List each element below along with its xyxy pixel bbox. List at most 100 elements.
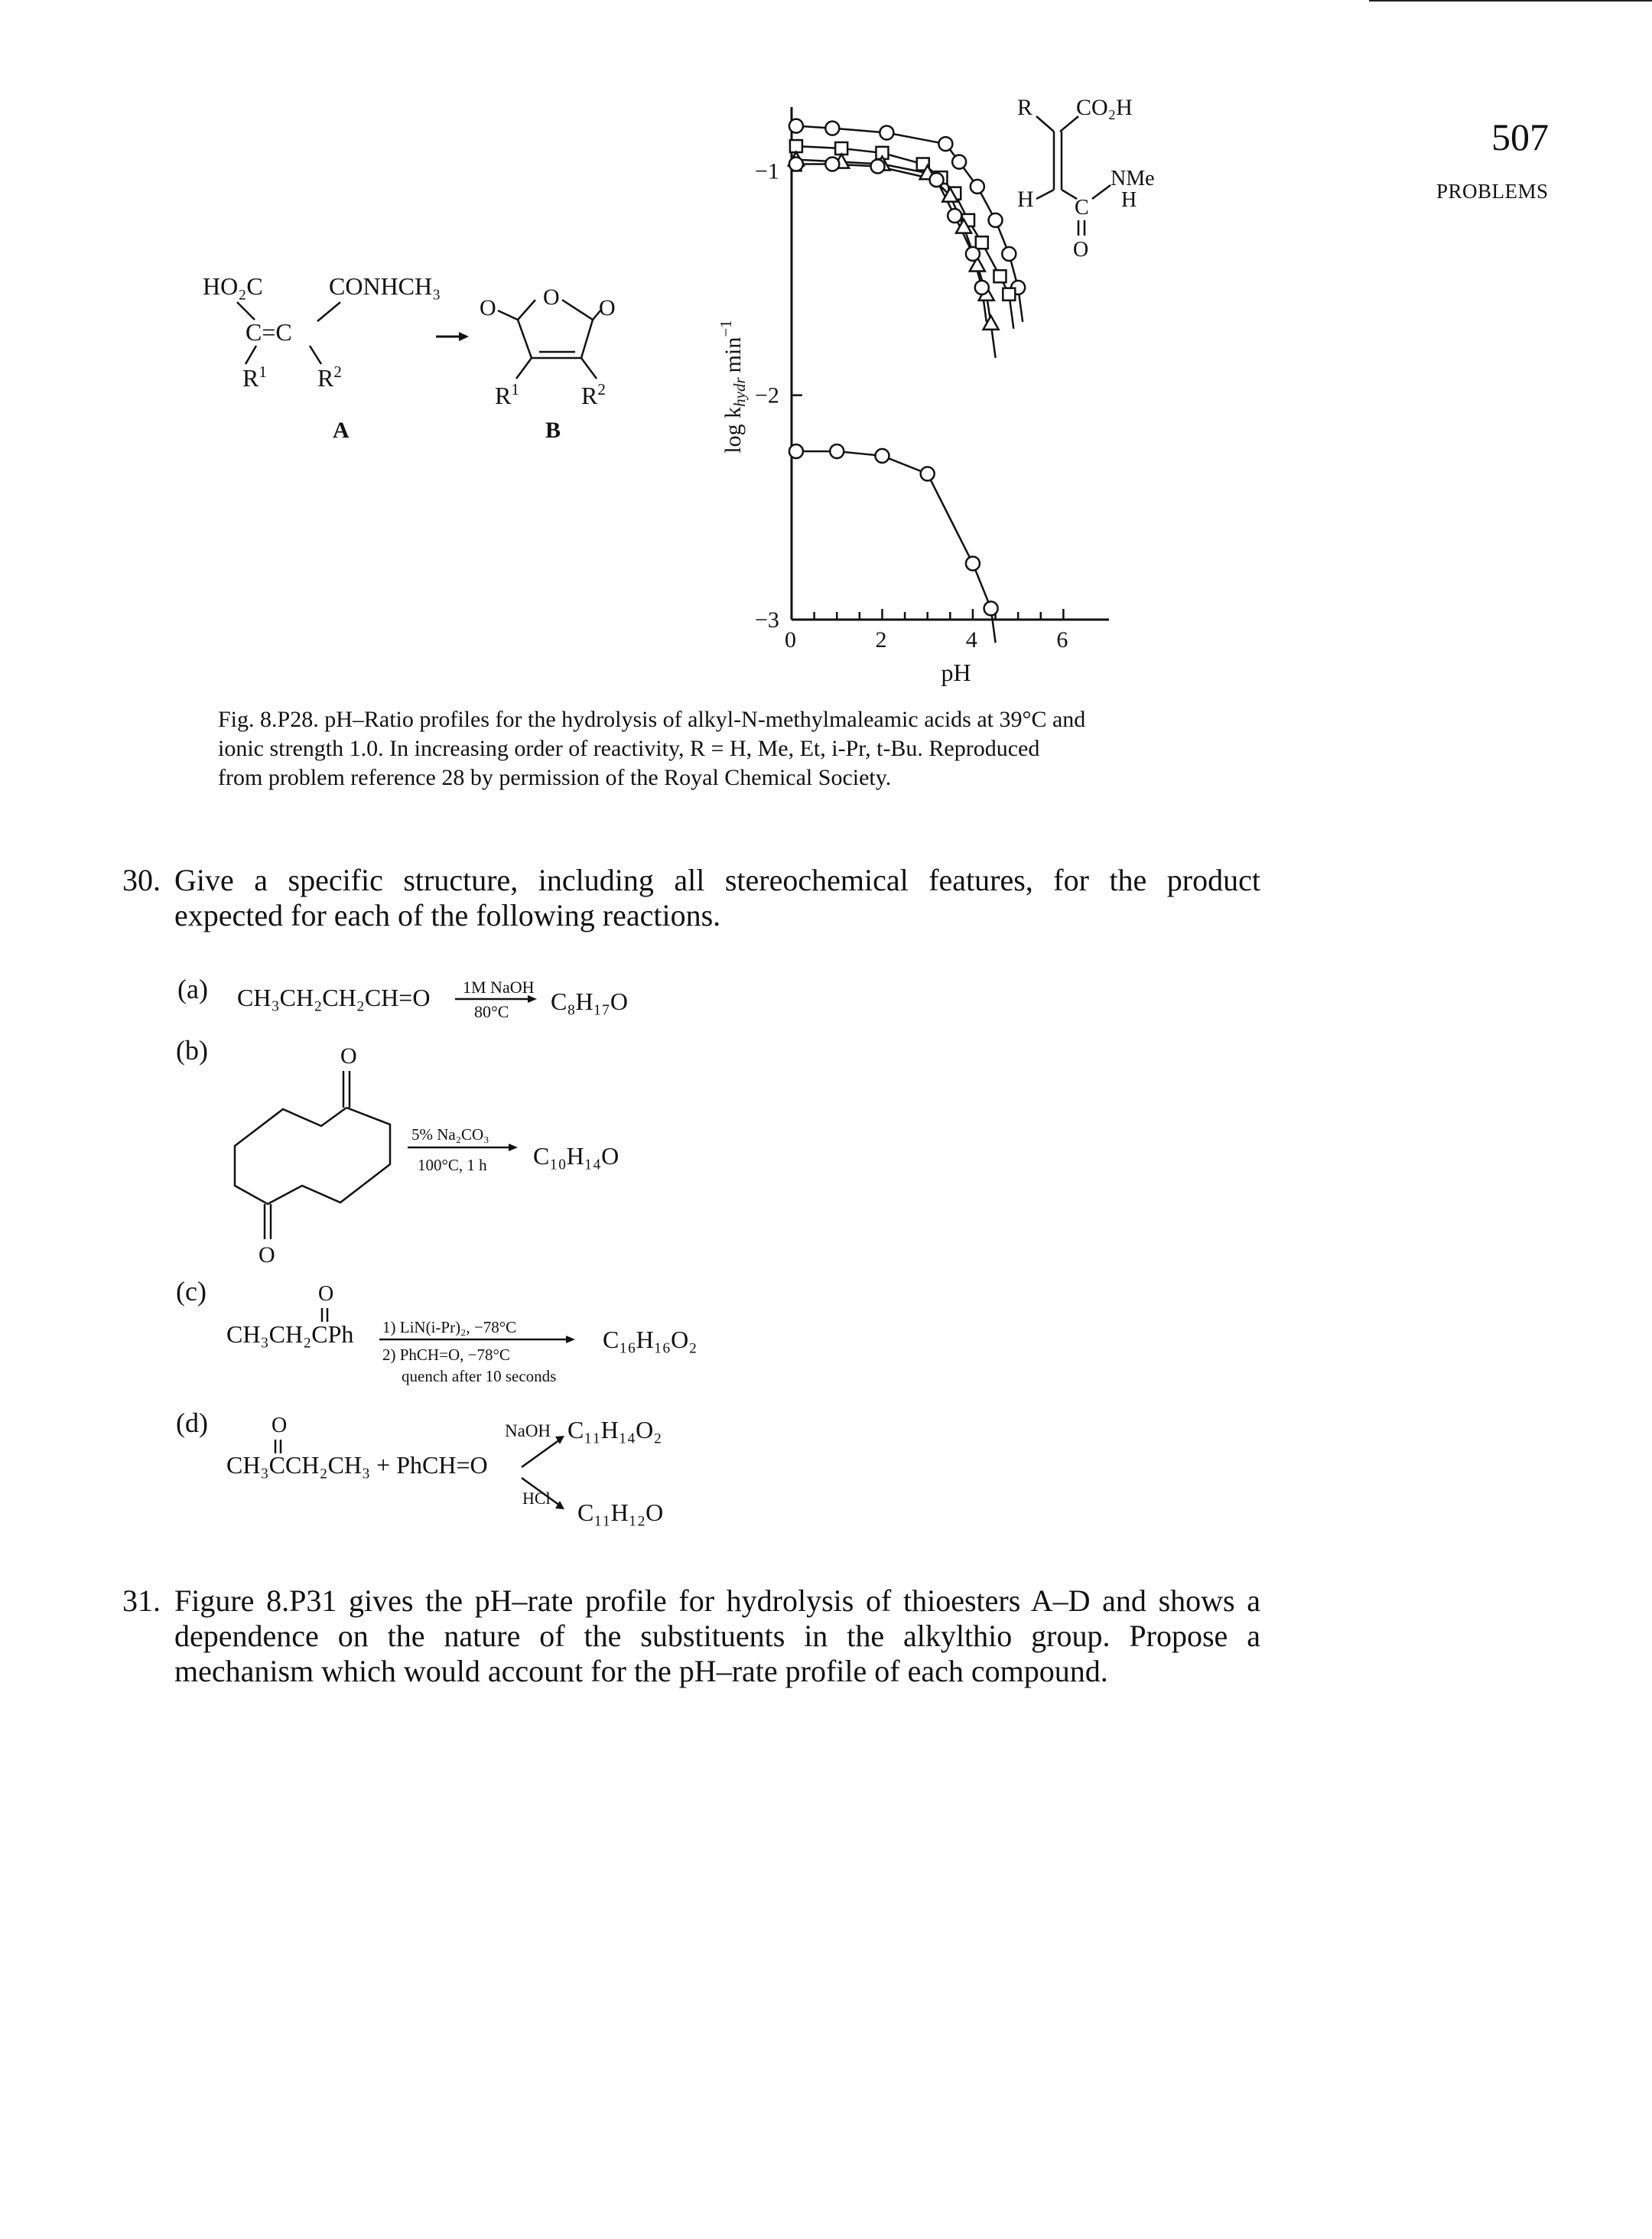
reaction-a-arrowhead [528,995,537,1003]
reaction-b-o-top: O [340,1043,357,1069]
reaction-d-arrow-down [521,1476,561,1507]
b-bond [592,310,601,321]
x-axis-label: pH [941,659,971,686]
chart-points [786,118,1026,617]
data-point-square [974,235,990,250]
y-tick-label: −2 [755,383,779,408]
data-point-triangle [941,186,960,203]
b-r1: R1 [495,380,519,409]
reaction-d-reagent-top: NaOH [505,1421,551,1440]
caption-line: ionic strength 1.0. In increasing order … [218,736,1040,761]
data-point-square [993,268,1007,284]
a-bond [236,301,255,321]
reaction-d-arrowhead-down [555,1501,564,1509]
reactions: (a) CH₃CH₂CH₂CH=O 1M NaOH 80°C C₈H₁₇O (b… [176,974,697,1526]
compound-a-label: A [333,418,350,443]
reaction-a-condition: 80°C [474,1002,509,1021]
series-curve [795,158,997,358]
reaction-d-arrow-up [521,1438,561,1469]
b-ring-o: O [543,285,560,310]
a-bond [244,345,258,365]
series-curve [795,450,997,643]
b-bond [497,309,519,321]
reaction-c-label: (c) [176,1276,206,1307]
data-point-circle [946,207,963,224]
data-point-triangle [981,314,1000,331]
b-r2: R2 [581,380,606,409]
y-tick-label: −3 [755,607,779,633]
problem-31: 31. Figure 8.P31 gives the pH–rate profi… [122,1583,1262,1698]
x-tick-label: 2 [875,627,886,652]
reaction-b-arrowhead [509,1144,518,1151]
data-point-circle [983,600,999,617]
b-bond [580,357,598,379]
reaction-c-o: O [318,1282,333,1306]
reaction-c-arrowhead [566,1336,575,1343]
chart-curves [795,125,1024,643]
a-bond [308,345,323,365]
data-point-circle [824,120,841,136]
problem-number: 31. [122,1583,161,1618]
a-bond [317,301,341,322]
problem-text-line: dependence on the nature of the substitu… [174,1619,1260,1653]
b-carbonyl-o-right: O [599,295,616,321]
b-ring [516,298,594,360]
data-point-circle [788,443,805,460]
reaction-b-label: (b) [176,1035,208,1066]
inset-bond [1059,116,1079,132]
data-point-circle [879,125,895,141]
reaction-d-label: (d) [176,1408,208,1438]
scheme-arrowhead [459,332,469,341]
header-rule [1369,0,1652,2]
inset-o: O [1073,238,1088,262]
data-point-circle [874,447,890,464]
reaction-d-product-bottom: C₁₁H₁₂O [577,1499,663,1526]
a-r2: R2 [317,363,342,392]
inset-h-left: H [1017,187,1034,212]
a-r1: R1 [242,363,267,392]
problem-30: 30. Give a specific structure, including… [122,863,1262,939]
compound-b-label: B [545,418,561,443]
data-point-circle [870,158,886,174]
y-tick-label: −1 [755,158,779,184]
reaction-d-o: O [272,1414,287,1437]
inset-r: R [1017,95,1032,120]
reaction-c-product: C₁₆H₁₆O₂ [603,1326,697,1353]
running-title: PROBLEMS [1436,180,1549,203]
reaction-d-arrowhead-up [555,1436,564,1444]
a-double-bond: C=C [246,318,292,346]
data-point-circle [828,443,845,460]
reaction-d-product-top: C₁₁H₁₄O₂ [567,1416,662,1443]
data-point-circle [987,212,1003,229]
reaction-a-product: C₈H₁₇O [551,988,628,1015]
x-tick-label: 6 [1056,627,1068,652]
chart-axes [790,107,1109,621]
inset-nme: NMe [1111,167,1155,190]
problem-number: 30. [122,863,161,897]
reaction-a-reactant: CH₃CH₂CH₂CH=O [237,984,430,1011]
data-point-triangle [967,255,987,272]
inset-bond [1061,188,1078,200]
reaction-d-reagent-bottom: HCl [522,1489,551,1508]
data-point-circle [788,156,805,172]
scheme-a-to-b: HO₂C CONHCH₃ C=C R1 R2 A O O O R1 R2 B [203,272,616,443]
problem-text-line: mechanism which would account for the pH… [174,1654,1108,1688]
inset-bond [1091,184,1111,200]
y-axis-label: log khydrmin−1 [717,320,749,453]
reaction-a-reagent: 1M NaOH [463,978,535,997]
reaction-d-reactants: CH₃CCH₂CH₃ + PhCH=O [226,1451,488,1479]
inset-nh: H [1121,188,1137,212]
reaction-b-o-bottom: O [259,1242,275,1268]
a-top-left-group: HO₂C [203,272,263,300]
data-point-circle [969,178,986,195]
x-tick-label: 4 [966,627,977,652]
problem-text-line: expected for each of the following react… [174,898,721,932]
data-point-circle [938,135,954,152]
series-curve [795,145,1015,329]
inset-bond [1036,116,1055,132]
b-bond [515,357,533,379]
a-top-right-group: CONHCH₃ [329,272,441,300]
data-point-circle [1001,246,1017,262]
inset-structure: R CO₂H H C NMe H O [1017,95,1155,262]
data-point-circle [964,555,981,571]
